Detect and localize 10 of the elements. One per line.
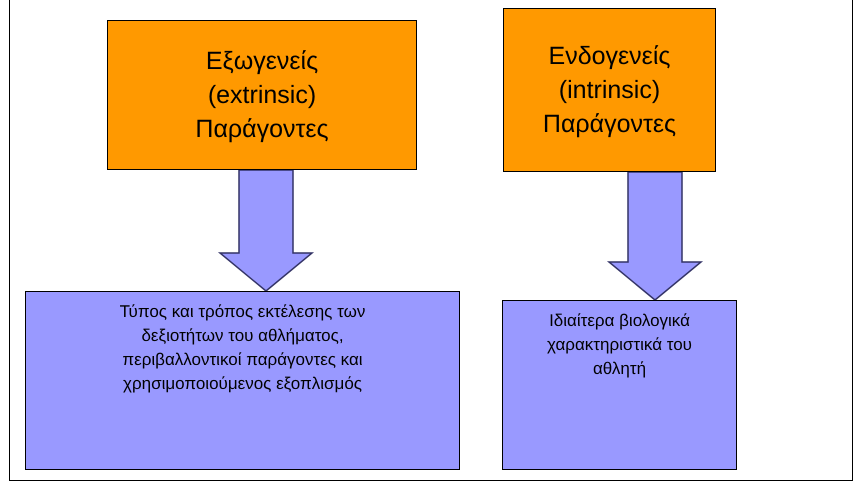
factor-box bbox=[503, 8, 716, 172]
block-arrow bbox=[606, 171, 704, 301]
box-text: Εξωγενείς (extrinsic) Παράγοντες bbox=[194, 46, 330, 145]
box-text: Ιδιαίτερα βιολογικά χαρακτηριστικά του αθλητή bbox=[546, 310, 693, 380]
block-arrow bbox=[218, 169, 314, 292]
box-text: Ενδογενείς (intrinsic) Παράγοντες bbox=[542, 41, 678, 140]
factor-box bbox=[107, 20, 417, 170]
box-text: Τύπος και τρόπος εκτέλεσης των δεξιοτήτων του αθλήματος, περιβαλλοντικοί παράγοντες και χρησιμοποιούμενος εξοπλισμός bbox=[118, 301, 366, 395]
factor-box bbox=[25, 291, 460, 470]
factor-box bbox=[502, 300, 737, 470]
